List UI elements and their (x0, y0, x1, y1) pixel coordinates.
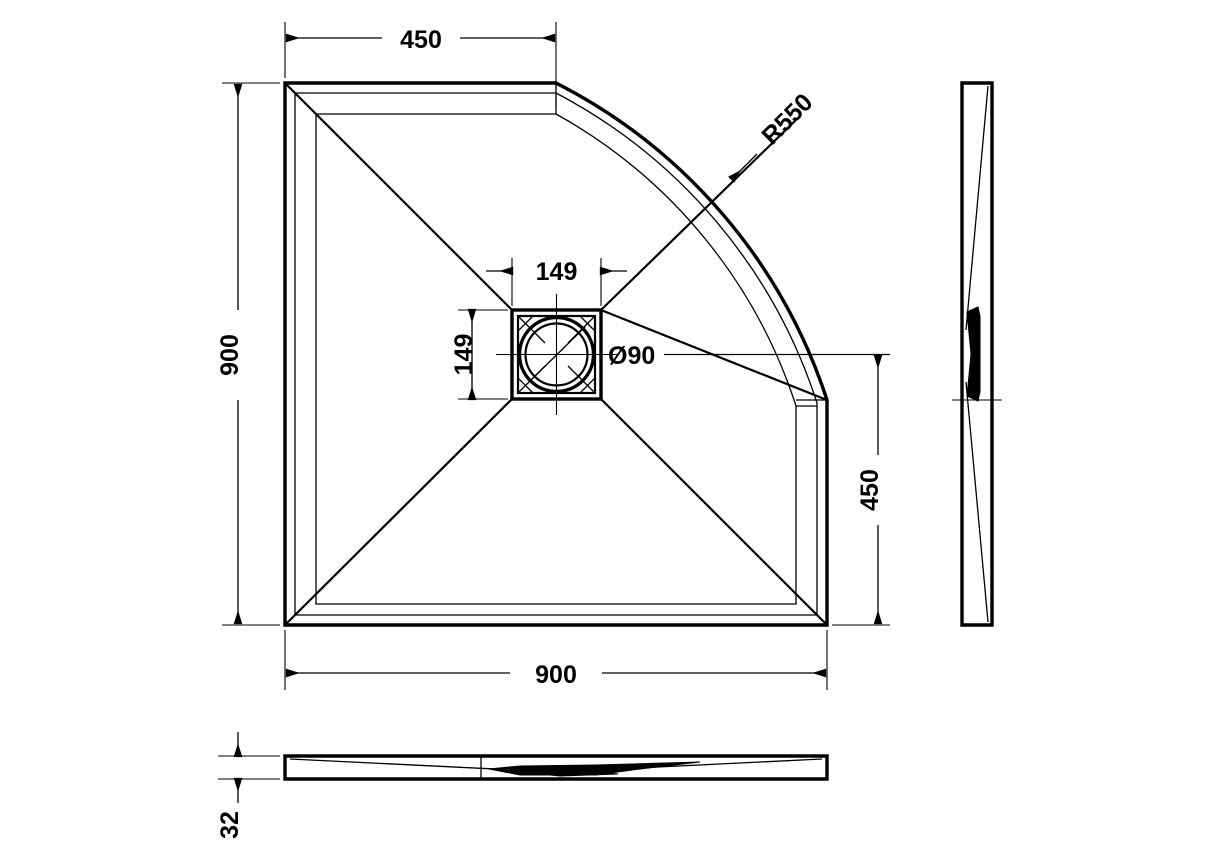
dimension-thickness-32: 32 (216, 732, 280, 839)
dim-label-waste-width: 149 (536, 258, 578, 286)
dimension-left-900: 900 (216, 82, 280, 626)
front-elevation-view (283, 754, 829, 781)
tray-fall-diagonals (283, 81, 829, 627)
dimension-waste-height-149: 149 (450, 308, 508, 401)
dim-label-bottom-900: 900 (535, 661, 577, 689)
plan-view (283, 81, 829, 627)
waste-drain-assembly (496, 294, 618, 415)
dimension-drain-diameter: Ø90 (608, 342, 890, 370)
dim-label-waste-height: 149 (450, 334, 478, 376)
dim-label-top-450: 450 (400, 26, 442, 54)
side-elevation-view (952, 81, 1002, 627)
dimension-waste-width-149: 149 (486, 258, 627, 306)
tray-outer-outline (283, 81, 829, 627)
dim-label-right-450: 450 (856, 469, 884, 511)
dimension-bottom-900: 900 (284, 630, 828, 690)
dimension-right-450: 450 (832, 353, 890, 626)
dim-label-thickness: 32 (216, 811, 244, 839)
dimension-top-450: 450 (284, 22, 557, 108)
dimension-radius-r550: R550 (728, 88, 819, 183)
tray-inner-platform (315, 113, 797, 605)
dim-label-left-900: 900 (216, 334, 244, 376)
dim-label-radius: R550 (756, 88, 818, 150)
tray-rim-offset (294, 92, 818, 616)
dim-label-drain-diameter: Ø90 (608, 342, 655, 370)
